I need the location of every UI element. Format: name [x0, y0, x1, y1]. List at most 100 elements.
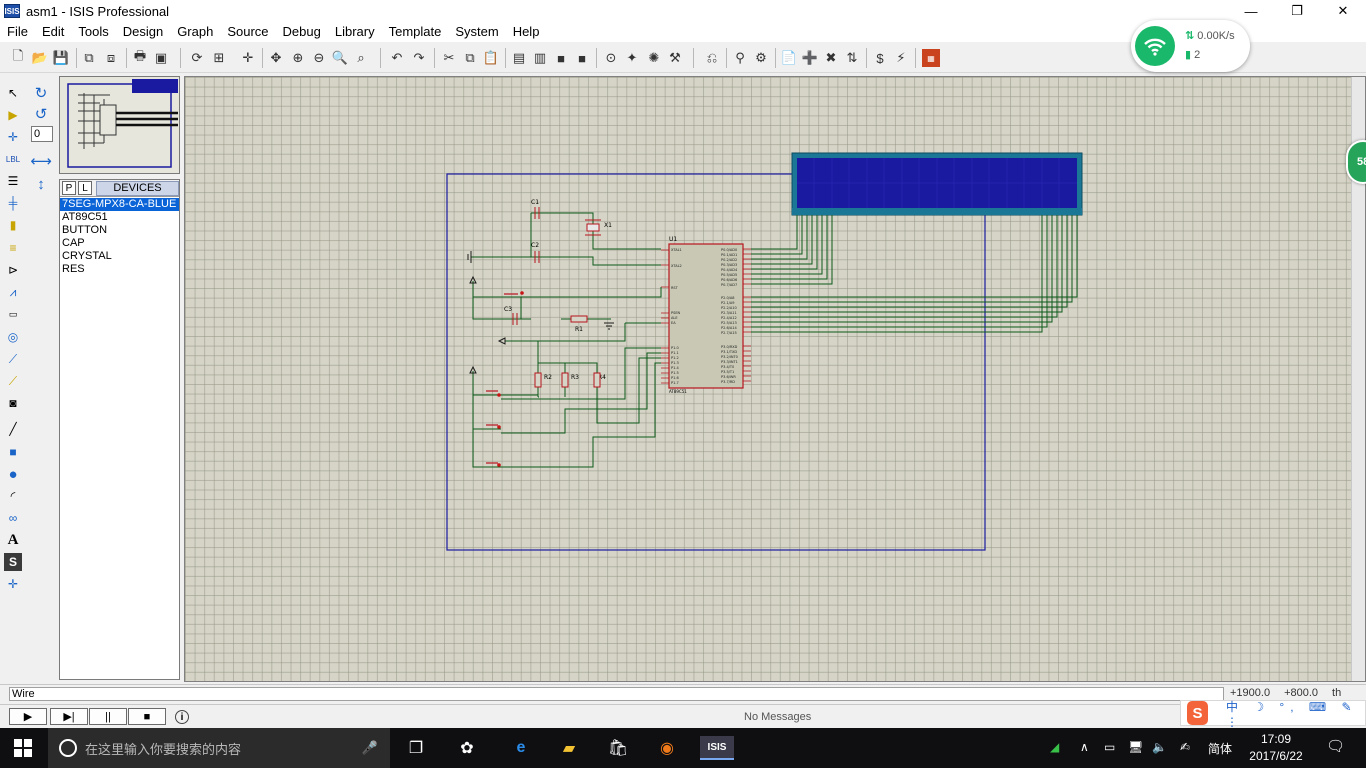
microphone-icon[interactable]: 🎤 [361, 740, 378, 755]
block-delete-icon[interactable]: ■ [578, 50, 586, 66]
menu-help[interactable]: Help [512, 24, 540, 39]
export-section-icon[interactable]: ⧈ [106, 50, 116, 65]
push-buttons[interactable] [486, 293, 518, 464]
network-icon[interactable]: 🖥 [1128, 740, 1144, 754]
mirror-horizontal-icon[interactable]: ⟷ [30, 153, 52, 170]
notification-center-icon[interactable]: 🗨 [1326, 738, 1346, 755]
zoom-all-icon[interactable]: 🔍 [331, 50, 349, 65]
junction-dot-icon[interactable]: ✛ [7, 130, 19, 144]
property-assignment-icon[interactable]: ⚙ [755, 50, 767, 65]
menu-tools[interactable]: Tools [78, 24, 109, 39]
block-move-icon[interactable]: ▥ [533, 50, 547, 65]
network-speed-widget[interactable]: ⇅ 0.00K/s ▮ 2 [1131, 20, 1250, 72]
marker-icon[interactable]: ✛ [7, 577, 19, 591]
new-file-icon[interactable]: 🗋 [12, 48, 24, 63]
ime-mode-indicators[interactable]: 中 ☽ °, ⌨ ✎ ⋮ [1225, 699, 1358, 729]
taskbar-clock[interactable]: 17:09 2017/6/22 [1246, 731, 1306, 765]
device-item[interactable]: CAP [62, 237, 85, 249]
menu-library[interactable]: Library [334, 24, 375, 39]
pen-icon[interactable]: ✍ [1180, 740, 1191, 754]
decompose-icon[interactable]: ⚒ [669, 50, 681, 65]
redraw-icon[interactable]: ⟳ [191, 50, 203, 65]
menu-graph[interactable]: Graph [177, 24, 214, 39]
zoom-out-icon[interactable]: ⊖ [313, 50, 325, 65]
print-icon[interactable]: 🖶 [133, 48, 147, 63]
copy-icon[interactable]: ⧉ [465, 50, 475, 65]
open-file-icon[interactable]: 📂 [31, 50, 49, 65]
wire-label-icon[interactable]: LBL [5, 154, 21, 164]
mirror-vertical-icon[interactable]: ↕ [37, 175, 45, 193]
new-sheet-icon[interactable]: 📄 [780, 50, 798, 65]
menu-edit[interactable]: Edit [41, 24, 65, 39]
menu-template[interactable]: Template [388, 24, 442, 39]
device-item[interactable]: AT89C51 [62, 211, 108, 223]
search-tag-icon[interactable]: ⚲ [735, 50, 745, 65]
step-button[interactable]: ▶| [50, 708, 88, 725]
sogou-ime-icon[interactable]: S [1187, 701, 1208, 725]
wire-autorouter-icon[interactable]: ⎌ [706, 50, 718, 65]
wifi-tray-icon[interactable]: ◢ [1050, 740, 1060, 754]
library-manager-button[interactable]: L [78, 181, 92, 195]
circle-icon[interactable]: ● [8, 465, 18, 483]
resistors[interactable] [534, 315, 601, 388]
add-sheet-icon[interactable]: ➕ [801, 50, 819, 65]
ime-toolbar[interactable]: S 中 ☽ °, ⌨ ✎ ⋮ [1180, 699, 1366, 729]
block-copy-icon[interactable]: ▤ [512, 50, 526, 65]
minimize-button[interactable]: — [1244, 3, 1258, 19]
volume-icon[interactable]: 🔈 [1152, 740, 1167, 754]
remove-sheet-icon[interactable]: ✖ [825, 50, 837, 65]
rotate-clockwise-icon[interactable]: ↻ [34, 85, 48, 102]
pause-button[interactable]: || [89, 708, 127, 725]
terminals-icon[interactable]: ≡ [9, 241, 17, 255]
symbol-icon[interactable]: S [4, 553, 22, 571]
save-file-icon[interactable]: 💾 [52, 50, 70, 65]
isis-taskbar-icon[interactable]: ISIS [700, 736, 734, 760]
pick-devices-button[interactable]: P [62, 181, 76, 195]
rotation-input[interactable]: 0 [31, 126, 53, 142]
component-mode-icon[interactable]: ▶ [8, 108, 18, 122]
bill-of-materials-icon[interactable]: $ [876, 50, 884, 66]
selection-mode-icon[interactable]: ↖ [7, 86, 19, 100]
undo-icon[interactable]: ↶ [391, 50, 403, 65]
block-rotate-icon[interactable]: ■ [557, 50, 565, 66]
lcd-module[interactable] [791, 152, 1083, 216]
firefox-icon[interactable]: ◉ [660, 740, 674, 757]
buses-icon[interactable]: ╪ [8, 196, 18, 210]
menu-system[interactable]: System [455, 24, 499, 39]
battery-icon[interactable]: ▭ [1104, 740, 1116, 754]
path-icon[interactable]: ∞ [8, 511, 18, 525]
close-button[interactable]: ✕ [1337, 3, 1349, 18]
taskbar-search-box[interactable]: 在这里输入你要搜索的内容 🎤 [48, 728, 390, 768]
pick-device-icon[interactable]: ⊙ [605, 50, 617, 65]
cut-icon[interactable]: ✂ [443, 50, 455, 65]
voltage-probe-icon[interactable]: ⟋ [8, 351, 18, 366]
make-device-icon[interactable]: ✦ [626, 50, 638, 65]
graph-icon[interactable]: ⩘ [9, 284, 17, 299]
arc-icon[interactable]: ◜ [10, 489, 16, 503]
canvas-vertical-scrollbar[interactable] [1351, 77, 1365, 681]
box-icon[interactable]: ■ [9, 445, 17, 459]
maximize-button[interactable]: ❐ [1291, 3, 1303, 18]
generator-icon[interactable]: ◎ [7, 330, 19, 344]
line-icon[interactable]: ╱ [9, 422, 17, 436]
origin-icon[interactable]: ✛ [242, 50, 254, 65]
menu-design[interactable]: Design [122, 24, 164, 39]
zoom-in-icon[interactable]: ⊕ [292, 50, 304, 65]
stop-button[interactable]: ■ [128, 708, 166, 725]
edge-browser-icon[interactable]: e [516, 739, 526, 756]
device-item[interactable]: RES [62, 263, 85, 275]
zoom-area-icon[interactable]: ⌕ [357, 50, 365, 65]
device-item[interactable]: BUTTON [62, 224, 108, 236]
menu-source[interactable]: Source [227, 24, 269, 39]
device-item[interactable]: 7SEG-MPX8-CA-BLUE [60, 198, 179, 211]
file-explorer-icon[interactable]: ▰ [562, 740, 576, 757]
text-script-icon[interactable]: ☰ [7, 174, 19, 188]
microcontroller-u1[interactable]: U1 AT89C51 P0.0/AD0P0.1/AD1P0.2/AD2P0.3/… [661, 236, 751, 394]
text-icon[interactable]: A [7, 531, 19, 548]
play-button[interactable]: ▶ [9, 708, 47, 725]
netlist-to-ares-icon[interactable]: ▦ [922, 49, 940, 67]
device-pins-icon[interactable]: ⊳ [7, 263, 19, 277]
overview-window[interactable] [59, 76, 180, 174]
rotate-anticlockwise-icon[interactable]: ↺ [34, 106, 48, 123]
